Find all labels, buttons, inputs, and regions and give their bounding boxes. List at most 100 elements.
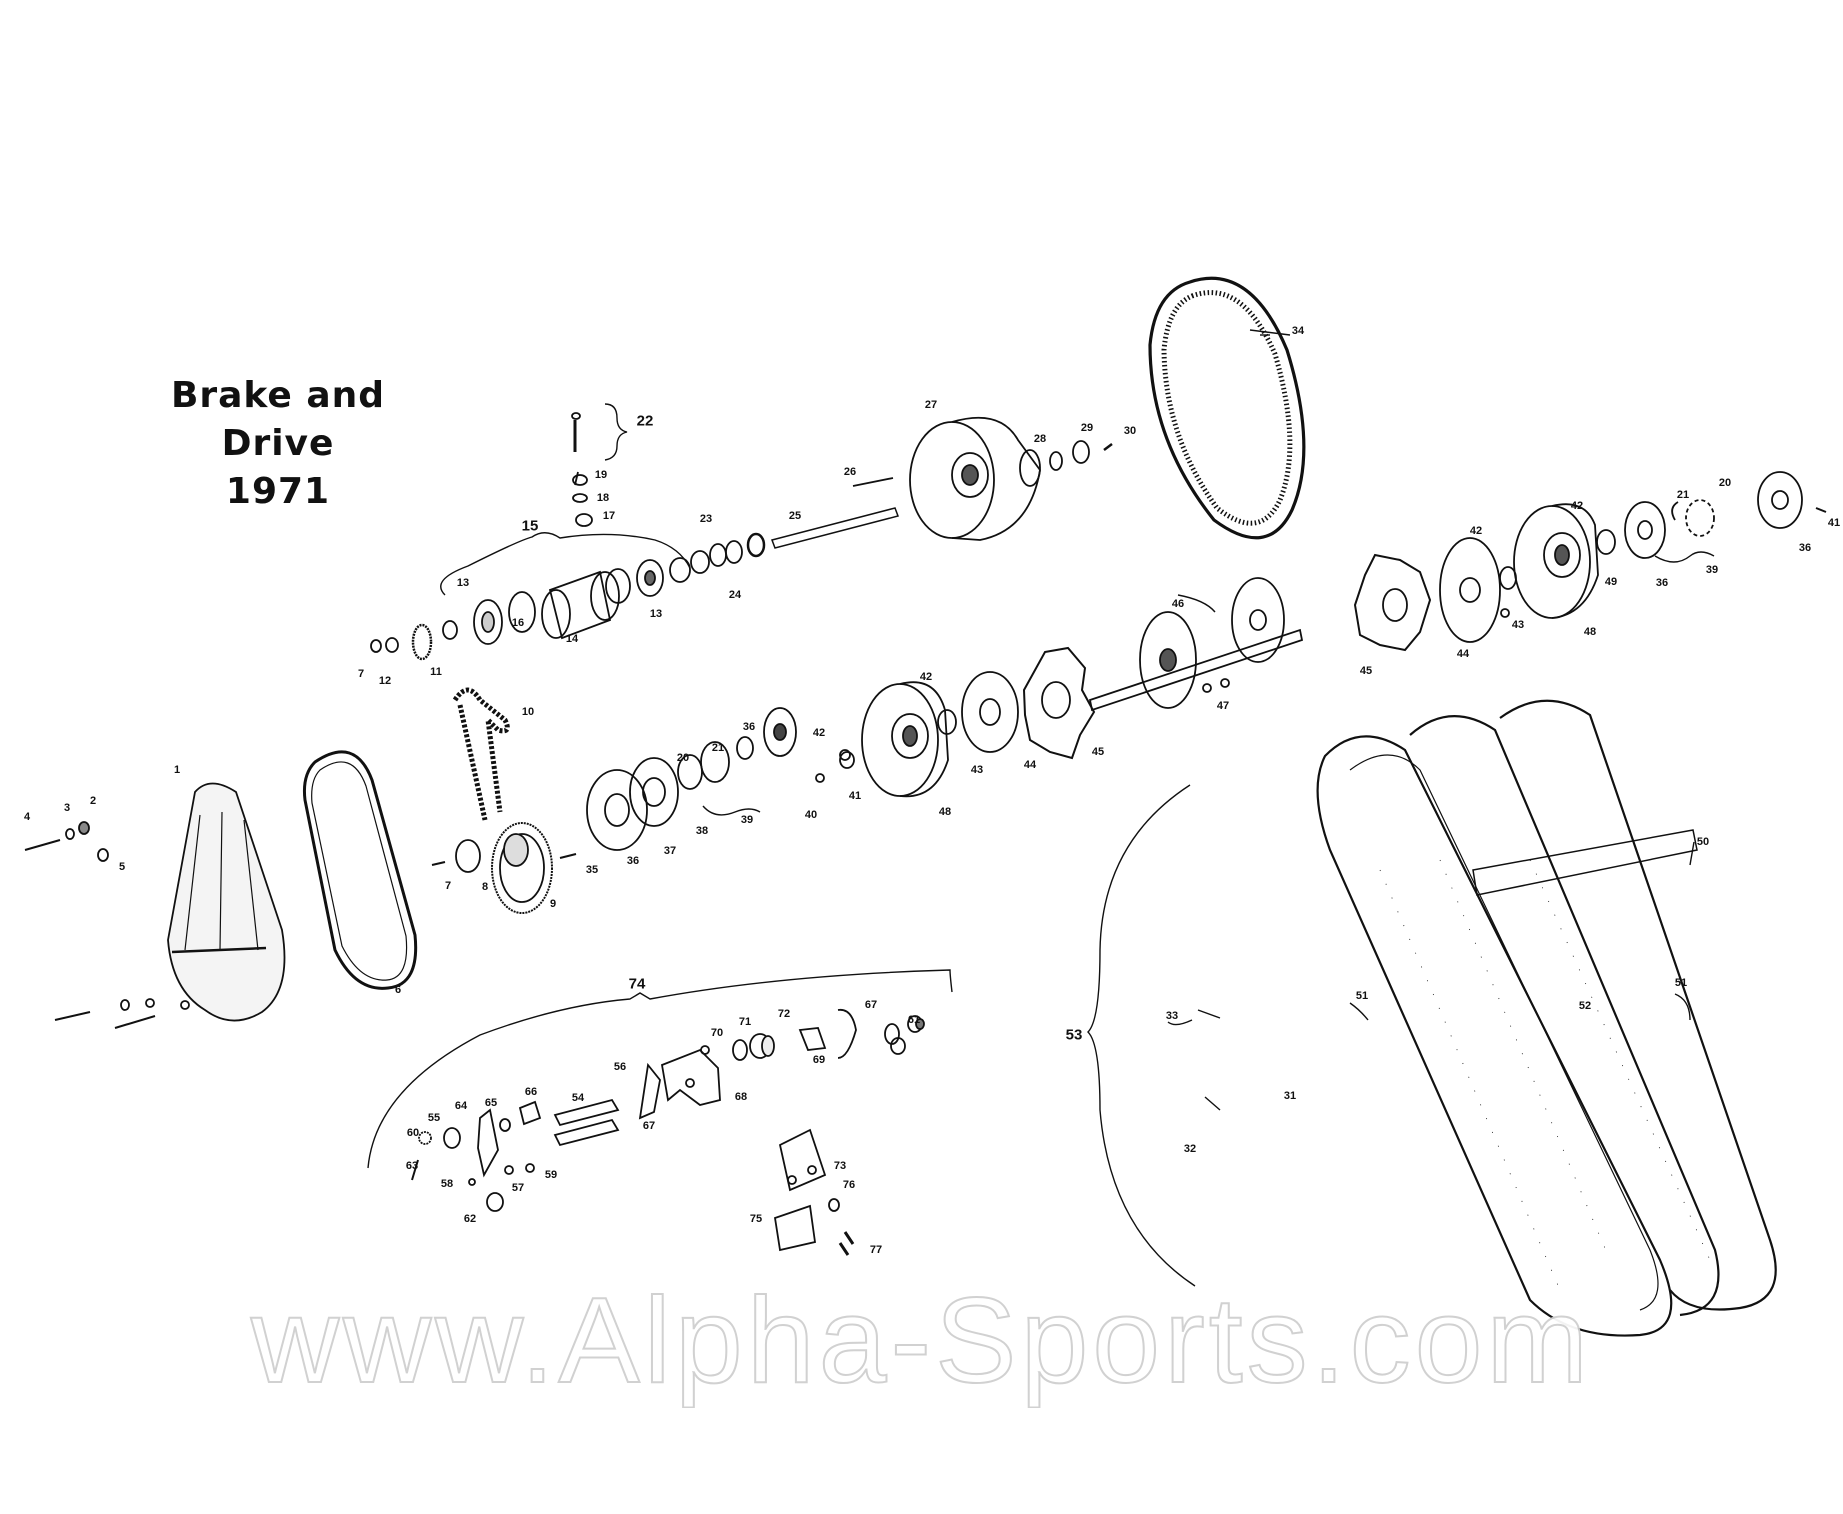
part-callout: 45 — [1359, 665, 1373, 677]
part-callout: 55 — [427, 1112, 441, 1124]
part-callout: 7 — [357, 668, 365, 680]
part-callout: 13 — [649, 608, 663, 620]
part-callout: 39 — [1705, 564, 1719, 576]
part-callout: 25 — [788, 510, 802, 522]
part-callout: 51 — [1674, 977, 1688, 989]
part-callout: 32 — [1183, 1143, 1197, 1155]
diagram-title: Brake and Drive 1971 — [108, 372, 448, 516]
part-callout: 43 — [1511, 619, 1525, 631]
part-callout: 24 — [728, 589, 742, 601]
part-callout: 6 — [394, 984, 402, 996]
part-callout: 7 — [444, 880, 452, 892]
part-callout: 59 — [544, 1169, 558, 1181]
part-callout: 49 — [1604, 576, 1618, 588]
part-callout: 40 — [804, 809, 818, 821]
part-callout: 50 — [1696, 836, 1710, 848]
part-callout: 58 — [440, 1178, 454, 1190]
part-callout: 15 — [521, 517, 539, 535]
part-callout: 3 — [63, 802, 71, 814]
watermark: www.Alpha-Sports.com — [250, 1271, 1593, 1409]
part-callout: 20 — [1718, 477, 1732, 489]
part-callout: 76 — [842, 1179, 856, 1191]
part-callout: 5 — [118, 861, 126, 873]
part-callout: 11 — [430, 666, 442, 678]
part-callout: 75 — [749, 1213, 763, 1225]
part-callout: 41 — [848, 790, 862, 802]
part-callout: 48 — [1583, 626, 1597, 638]
part-callout: 14 — [565, 633, 579, 645]
primary-clutch — [909, 416, 1113, 541]
chain-case-cover — [167, 782, 286, 1022]
brace-and-leader-lines — [367, 329, 1715, 1287]
part-callout: 54 — [571, 1092, 585, 1104]
upper-jackshaft-assembly — [370, 412, 899, 661]
part-callout: 67 — [864, 999, 878, 1011]
part-callout: 70 — [710, 1027, 724, 1039]
part-callout: 19 — [594, 469, 608, 481]
part-callout: 41 — [1827, 517, 1841, 529]
part-callout: 1 — [173, 764, 181, 776]
part-callout: 74 — [628, 975, 646, 993]
part-callout: 77 — [869, 1244, 883, 1256]
part-callout: 36 — [1655, 577, 1669, 589]
part-callout: 71 — [738, 1016, 752, 1028]
part-callout: 42 — [1570, 500, 1584, 512]
part-callout: 34 — [1291, 325, 1305, 337]
brake-linkage-assembly — [411, 1008, 925, 1256]
part-callout: 44 — [1456, 648, 1470, 660]
drive-belt — [303, 750, 418, 990]
part-callout: 37 — [663, 845, 677, 857]
part-callout: 10 — [521, 706, 535, 718]
track-assembly — [1316, 699, 1777, 1337]
part-callout: 51 — [1355, 990, 1369, 1002]
part-callout: 21 — [711, 742, 725, 754]
part-callout: 68 — [734, 1091, 748, 1103]
part-callout: 39 — [740, 814, 754, 826]
part-callout: 21 — [1676, 489, 1690, 501]
part-callout: 60 — [406, 1127, 420, 1139]
part-callout: 61 — [907, 1014, 921, 1026]
lower-drive-axle-assembly — [586, 471, 1827, 851]
sprocket — [491, 822, 553, 914]
part-callout: 36 — [1798, 542, 1812, 554]
fastener-group-left — [24, 821, 577, 1029]
part-callout: 72 — [777, 1008, 791, 1020]
part-callout: 64 — [454, 1100, 468, 1112]
part-callout: 56 — [613, 1061, 627, 1073]
part-callout: 62 — [463, 1213, 477, 1225]
part-callout: 42 — [1469, 525, 1483, 537]
part-callout: 44 — [1023, 759, 1037, 771]
part-callout: 45 — [1091, 746, 1105, 758]
part-callout: 57 — [511, 1182, 525, 1194]
part-callout: 30 — [1123, 425, 1137, 437]
part-callout: 20 — [676, 752, 690, 764]
title-line-2: 1971 — [225, 471, 331, 512]
part-callout: 23 — [699, 513, 713, 525]
part-callout: 73 — [833, 1160, 847, 1172]
part-callout: 31 — [1283, 1090, 1297, 1102]
part-callout: 36 — [742, 721, 756, 733]
part-callout: 27 — [924, 399, 938, 411]
part-callout: 22 — [636, 412, 654, 430]
part-callout: 48 — [938, 806, 952, 818]
part-callout: 67 — [642, 1120, 656, 1132]
part-callout: 13 — [456, 577, 470, 589]
part-callout: 47 — [1216, 700, 1230, 712]
title-line-1: Brake and Drive — [170, 375, 386, 464]
part-callout: 29 — [1080, 422, 1094, 434]
part-callout: 8 — [481, 881, 489, 893]
part-callout: 35 — [585, 864, 599, 876]
part-callout: 52 — [1578, 1000, 1592, 1012]
part-callout: 38 — [695, 825, 709, 837]
part-callout: 2 — [89, 795, 97, 807]
part-callout: 28 — [1033, 433, 1047, 445]
part-callout: 33 — [1165, 1010, 1179, 1022]
part-callout: 17 — [602, 510, 616, 522]
part-callout: 18 — [596, 492, 610, 504]
toothed-drive-belt — [1148, 276, 1306, 540]
part-callout: 42 — [812, 727, 826, 739]
part-callout: 12 — [378, 675, 392, 687]
part-callout: 53 — [1065, 1026, 1083, 1044]
part-callout: 43 — [970, 764, 984, 776]
